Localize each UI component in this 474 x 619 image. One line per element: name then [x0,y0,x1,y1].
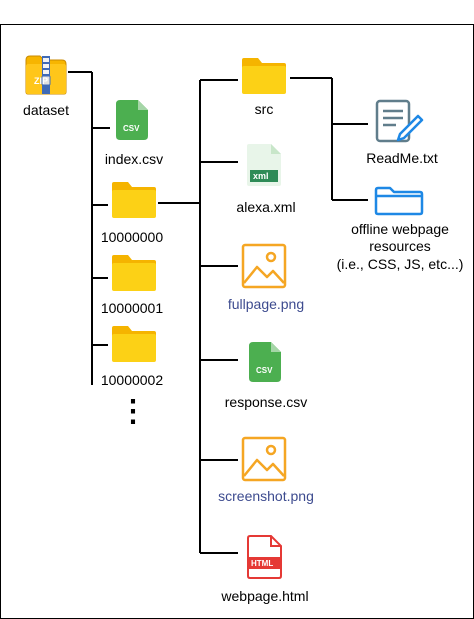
document-edit-icon [375,99,424,143]
offline-resources-label-line3: (i.e., CSS, JS, etc...) [336,256,464,272]
folder-icon [112,182,156,218]
response-csv-label: response.csv [224,394,308,410]
folder-2-label: 10000002 [100,372,164,388]
folder-outline-icon [374,186,424,216]
svg-text:ZIP: ZIP [34,76,48,86]
dataset-label: dataset [23,102,69,118]
svg-text:CSV: CSV [123,124,140,133]
title-bar [0,0,474,25]
offline-resources-label-line1: offline webpage [351,221,449,237]
xml-file-icon: xml [247,144,281,186]
svg-text:xml: xml [253,171,269,181]
screenshot-png-label: screenshot.png [218,488,314,504]
alexa-xml-label: alexa.xml [236,199,296,215]
folder-icon [112,255,156,291]
image-icon [241,243,287,289]
svg-text:HTML: HTML [251,559,273,568]
offline-resources-label-line2: resources [369,238,431,254]
folder-icon [242,58,286,94]
ellipsis-vertical: ⋮ [118,395,148,428]
csv-file-icon: CSV [116,100,148,140]
readme-txt-label: ReadMe.txt [366,150,438,166]
zip-archive-icon: ZIP [25,55,67,95]
index-csv-label: index.csv [104,151,164,167]
html-file-icon: HTML [247,535,282,579]
webpage-html-label: webpage.html [221,588,309,604]
folder-1-label: 10000001 [100,300,164,316]
csv-file-icon: CSV [249,342,281,382]
image-icon [241,436,287,482]
src-label: src [254,101,274,117]
folder-0-label: 10000000 [100,229,164,245]
fullpage-png-label: fullpage.png [227,296,305,312]
svg-text:CSV: CSV [256,366,273,375]
folder-icon [112,326,156,362]
